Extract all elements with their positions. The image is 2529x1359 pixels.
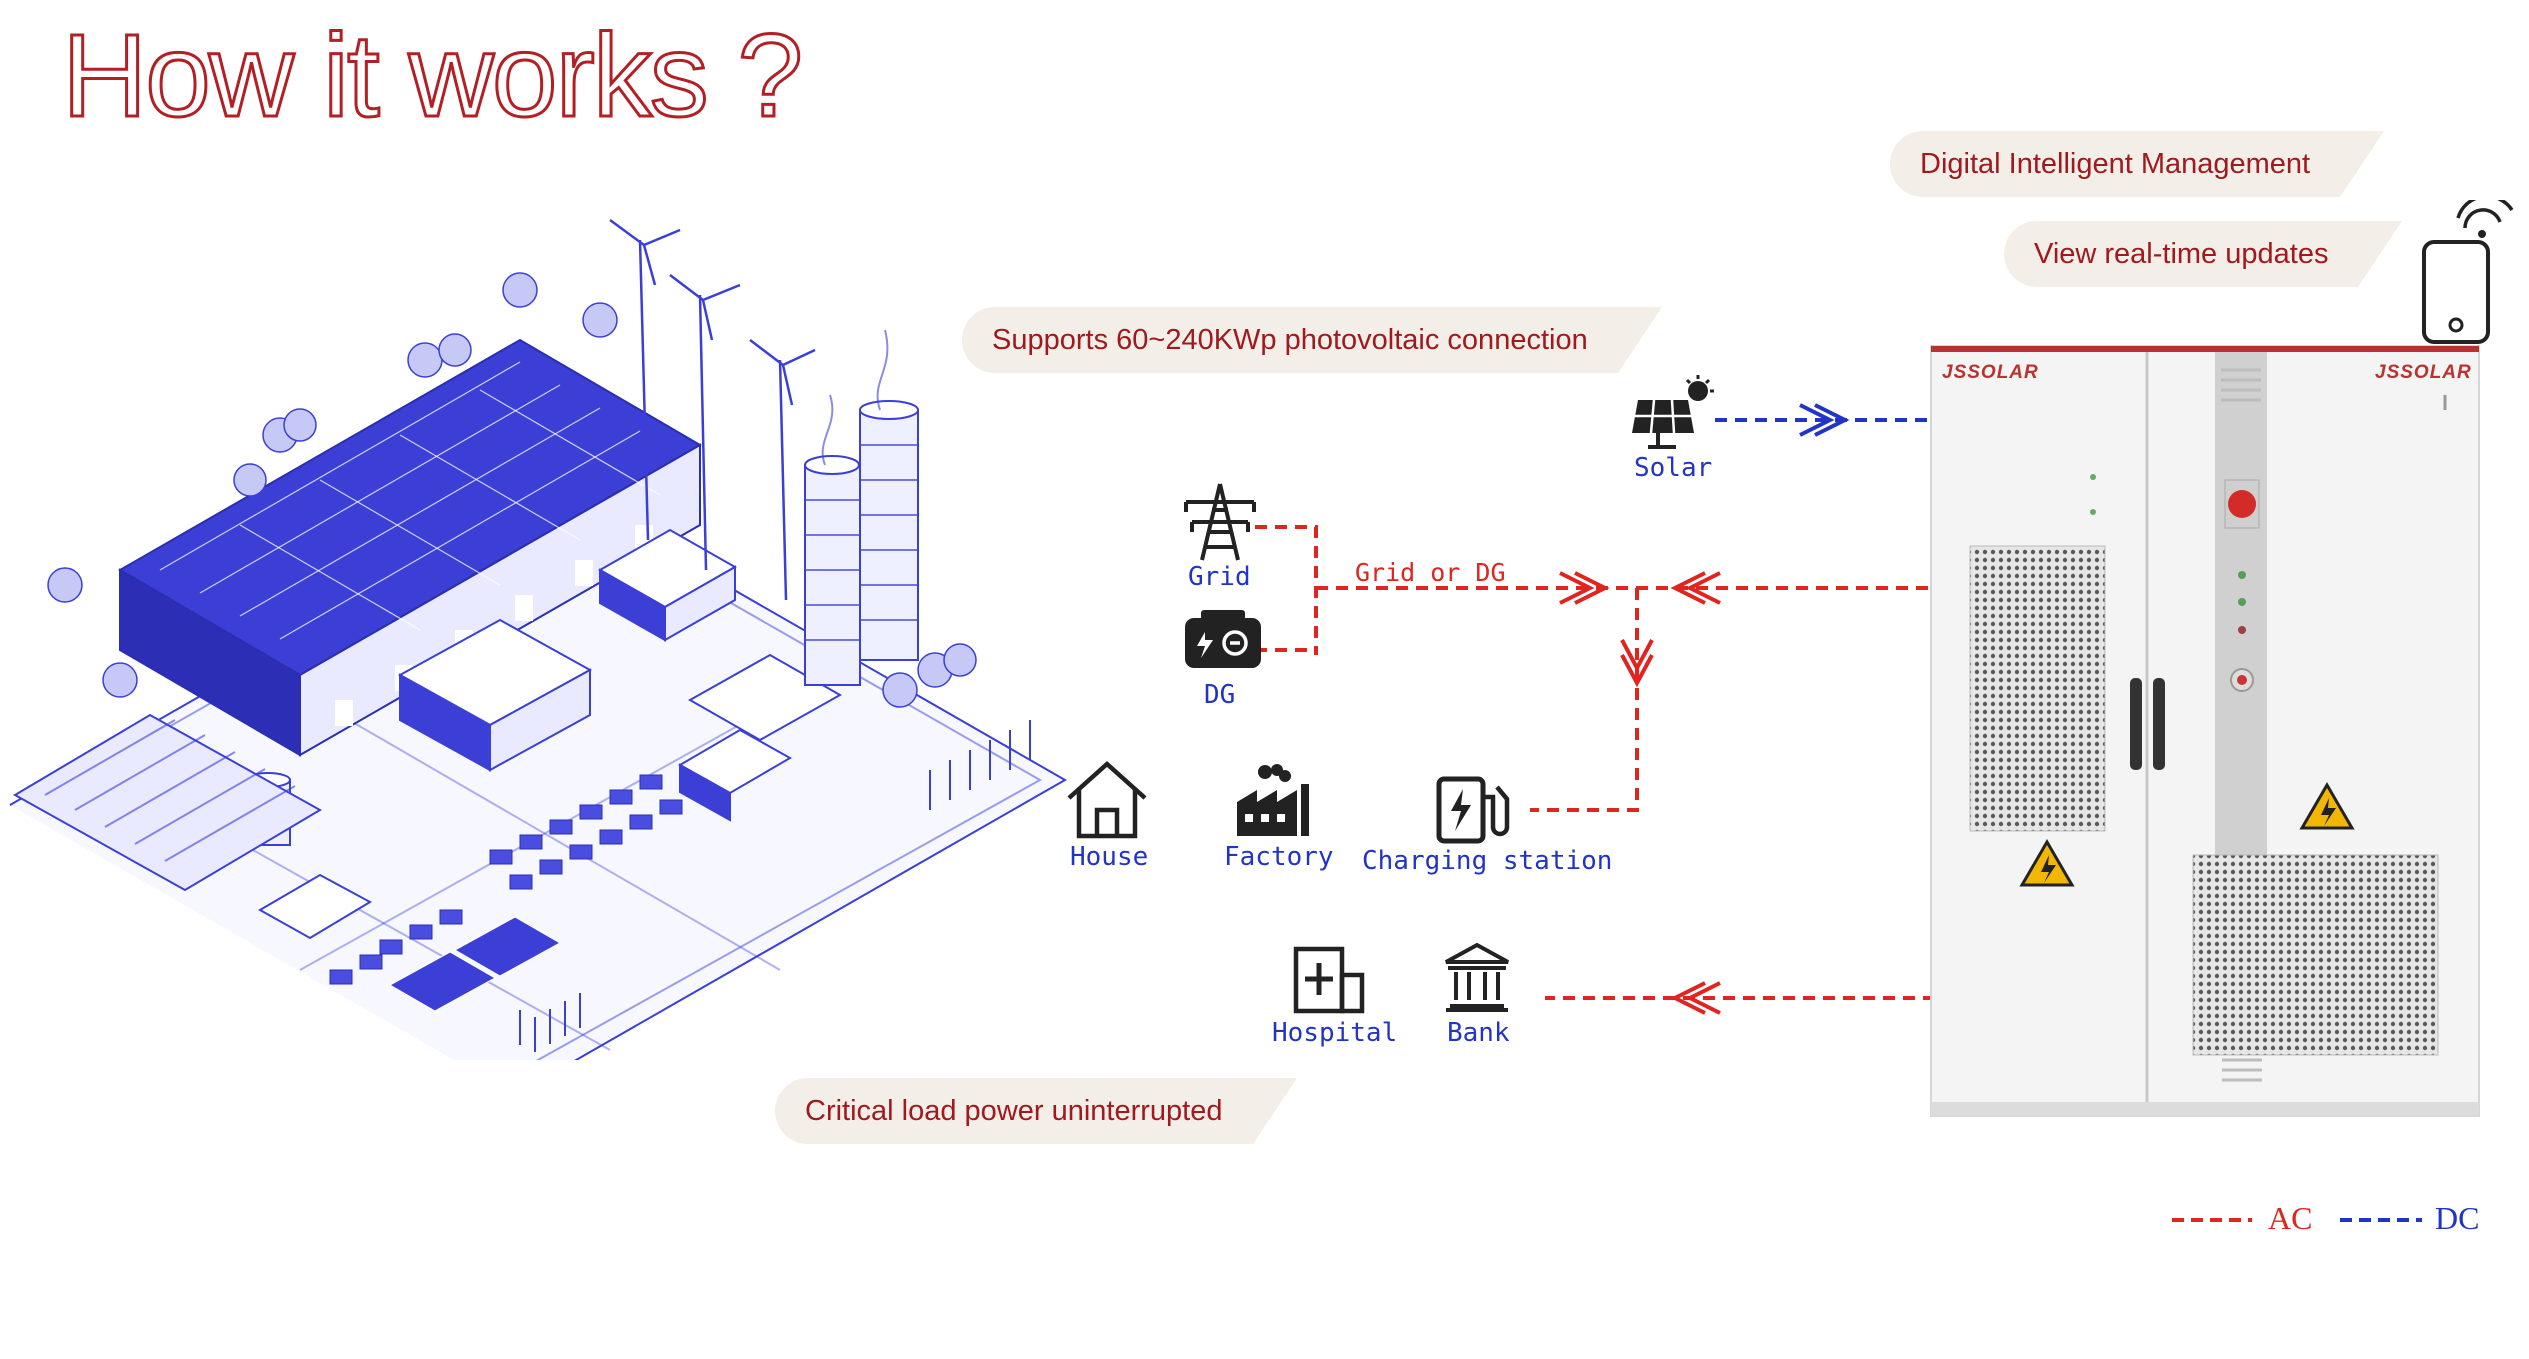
legend-dc-label: DC [2435, 1200, 2480, 1236]
grid-or-dg-label: Grid or DG [1355, 558, 1506, 587]
callout-critical: Critical load power uninterrupted [775, 1078, 1296, 1144]
phone-wifi-icon [2422, 200, 2514, 344]
house-icon [1067, 760, 1147, 839]
energy-storage-cabinet [1930, 345, 2480, 1117]
callout-updates: View real-time updates [2004, 221, 2403, 287]
solar-label: Solar [1634, 453, 1713, 483]
trees [47, 272, 977, 708]
solar-panel-icon [1632, 375, 1714, 449]
cabinet-brand-left: JSSOLAR [1942, 362, 2039, 383]
warning-icon [2299, 782, 2355, 830]
legend-lines [2172, 1218, 2422, 1222]
grid-label: Grid [1188, 562, 1251, 592]
hospital-icon [1293, 946, 1365, 1014]
grid-tower-icon [1184, 483, 1256, 561]
warning-icon [2019, 839, 2075, 887]
ac-line-grid [1255, 525, 1318, 655]
house-label: House [1070, 842, 1149, 872]
charging-station-icon [1436, 776, 1510, 844]
wind-turbines [609, 218, 816, 601]
bank-label: Bank [1447, 1018, 1510, 1048]
ac-line-drop [1530, 588, 1639, 812]
callout-management: Digital Intelligent Management [1890, 131, 2385, 197]
ground-solar [388, 916, 562, 1012]
industrial-park-illustration [9, 218, 1068, 1060]
hospital-label: Hospital [1272, 1018, 1398, 1048]
charging-station-label: Charging station [1362, 846, 1613, 876]
bank-icon [1445, 942, 1509, 1012]
factory-icon [1237, 764, 1309, 836]
generator-icon [1185, 610, 1261, 668]
factory-label: Factory [1224, 842, 1334, 872]
equipment-array [329, 774, 683, 985]
callout-pv: Supports 60~240KWp photovoltaic connecti… [962, 307, 1662, 373]
legend-ac-label: AC [2268, 1200, 2313, 1236]
emergency-stop-icon [2228, 490, 2256, 518]
dg-label: DG [1204, 680, 1236, 710]
cabinet-brand-right: JSSOLAR [2375, 362, 2472, 383]
page-title: How it works ? [60, 9, 804, 144]
warehouse [118, 338, 702, 757]
